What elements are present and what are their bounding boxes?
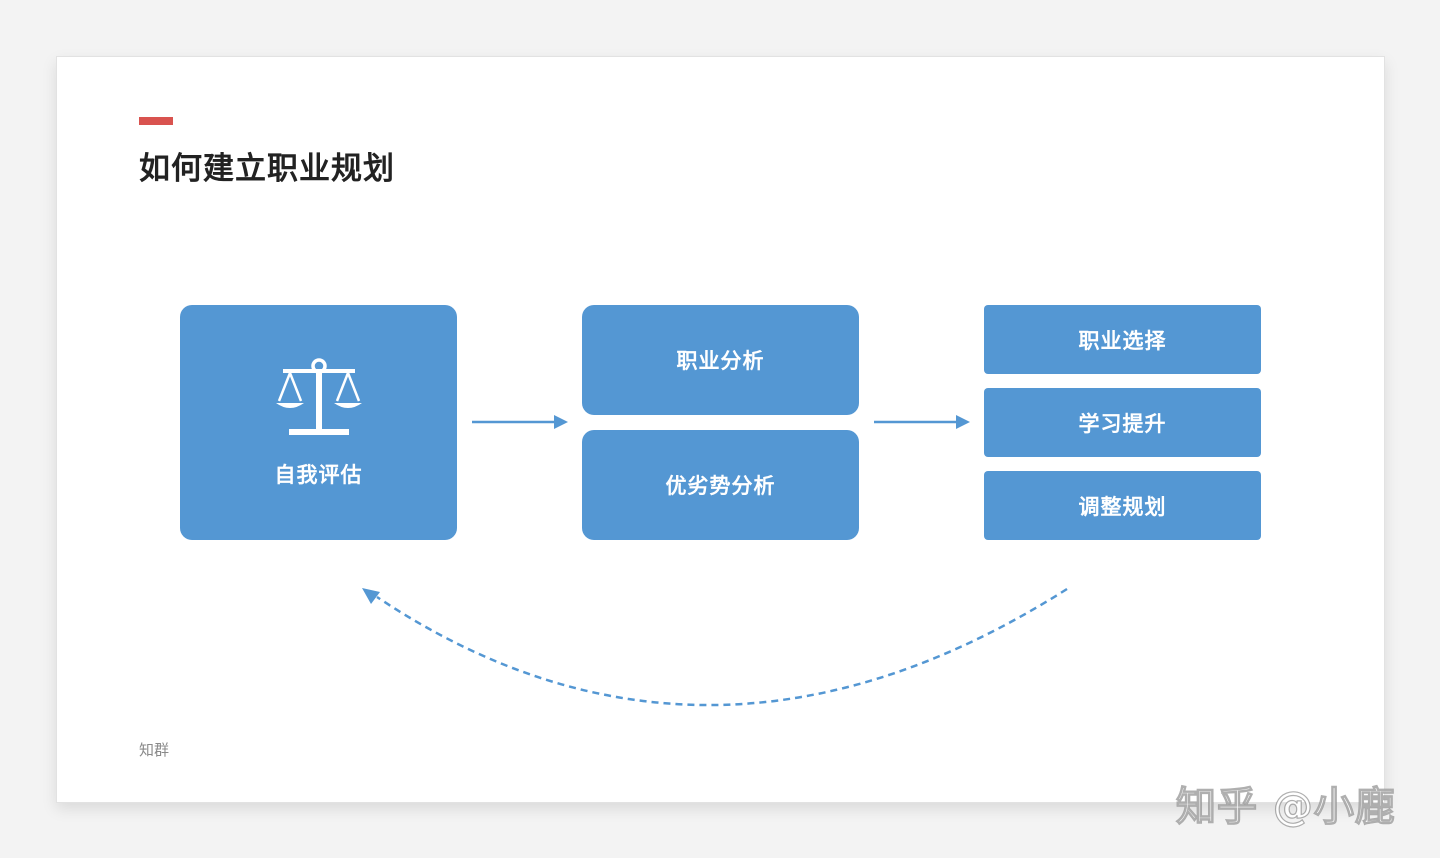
learning-improvement-label: 学习提升 bbox=[1078, 411, 1167, 436]
adjust-plan-label: 调整规划 bbox=[1078, 494, 1167, 519]
footer-brand: 知群 bbox=[139, 741, 170, 759]
career-choice-label: 职业选择 bbox=[1078, 328, 1167, 353]
watermark: 知乎 @小鹿 bbox=[1175, 783, 1396, 830]
feedback-loop-arrowhead bbox=[362, 588, 380, 604]
self-assessment-box: 自我评估 bbox=[180, 305, 457, 540]
swot-analysis-label: 优劣势分析 bbox=[665, 474, 776, 498]
adjust-plan-box: 调整规划 bbox=[984, 471, 1261, 540]
title-accent-bar bbox=[139, 117, 173, 125]
balance-scale-icon bbox=[275, 357, 362, 435]
arrowhead-stage2-to-stage3 bbox=[956, 415, 970, 429]
page-title: 如何建立职业规划 bbox=[139, 151, 395, 187]
slide: 如何建立职业规划 自我评估 职业分析 优劣势分析 职业选择 学习提升 调整规划 bbox=[56, 56, 1385, 803]
swot-analysis-box: 优劣势分析 bbox=[582, 430, 859, 540]
career-analysis-label: 职业分析 bbox=[676, 349, 765, 373]
arrowhead-stage1-to-stage2 bbox=[554, 415, 568, 429]
career-choice-box: 职业选择 bbox=[984, 305, 1261, 374]
feedback-loop-arrow bbox=[376, 587, 1068, 707]
learning-improvement-box: 学习提升 bbox=[984, 388, 1261, 457]
career-analysis-box: 职业分析 bbox=[582, 305, 859, 415]
self-assessment-label: 自我评估 bbox=[274, 462, 363, 487]
